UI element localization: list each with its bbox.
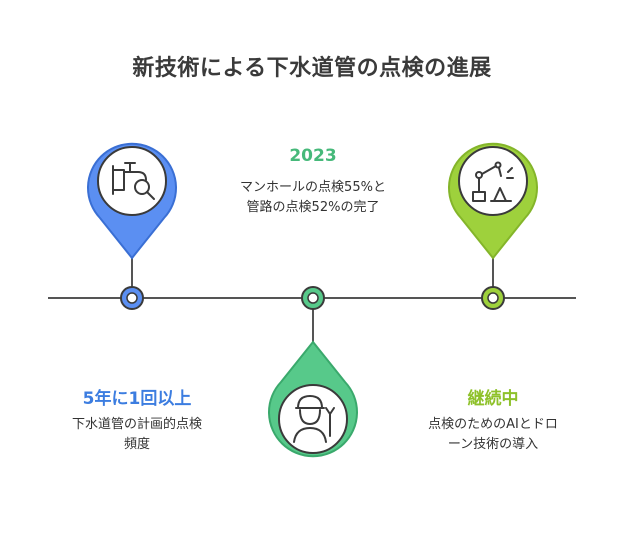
milestone-1-desc-line-1: 下水道管の計画的点検 — [71, 417, 202, 432]
milestone-3-desc-line-2: ーン技術の導入 — [447, 437, 539, 452]
milestone-2-desc-line-2: 管路の点検52%の完了 — [246, 200, 380, 215]
milestone-1-desc-line-2: 頻度 — [123, 437, 150, 452]
worker-with-helmet-icon — [293, 395, 335, 443]
map-pin-1 — [87, 142, 177, 260]
milestone-3-heading: 継続中 — [467, 389, 519, 409]
pipe-magnifier-icon — [112, 162, 155, 200]
robot-arm-icon — [472, 161, 514, 202]
milestone-2-heading: 2023 — [289, 146, 337, 166]
timeline-node-1 — [120, 286, 144, 310]
milestone-2-description: マンホールの点検55%と 管路の点検52%の完了 — [208, 178, 418, 218]
page-title: 新技術による下水道管の点検の進展 — [132, 56, 492, 81]
milestone-3-desc-line-1: 点検のためのAIとドロ — [428, 417, 558, 432]
milestone-1-heading: 5年に1回以上 — [82, 389, 192, 409]
timeline-node-2 — [301, 286, 325, 310]
map-pin-2 — [268, 340, 358, 458]
timeline-node-3 — [481, 286, 505, 310]
milestone-1-description: 下水道管の計画的点検 頻度 — [42, 415, 232, 455]
milestone-2-desc-line-1: マンホールの点検55%と — [240, 180, 386, 195]
milestone-3-description: 点検のためのAIとドロ ーン技術の導入 — [388, 415, 598, 455]
